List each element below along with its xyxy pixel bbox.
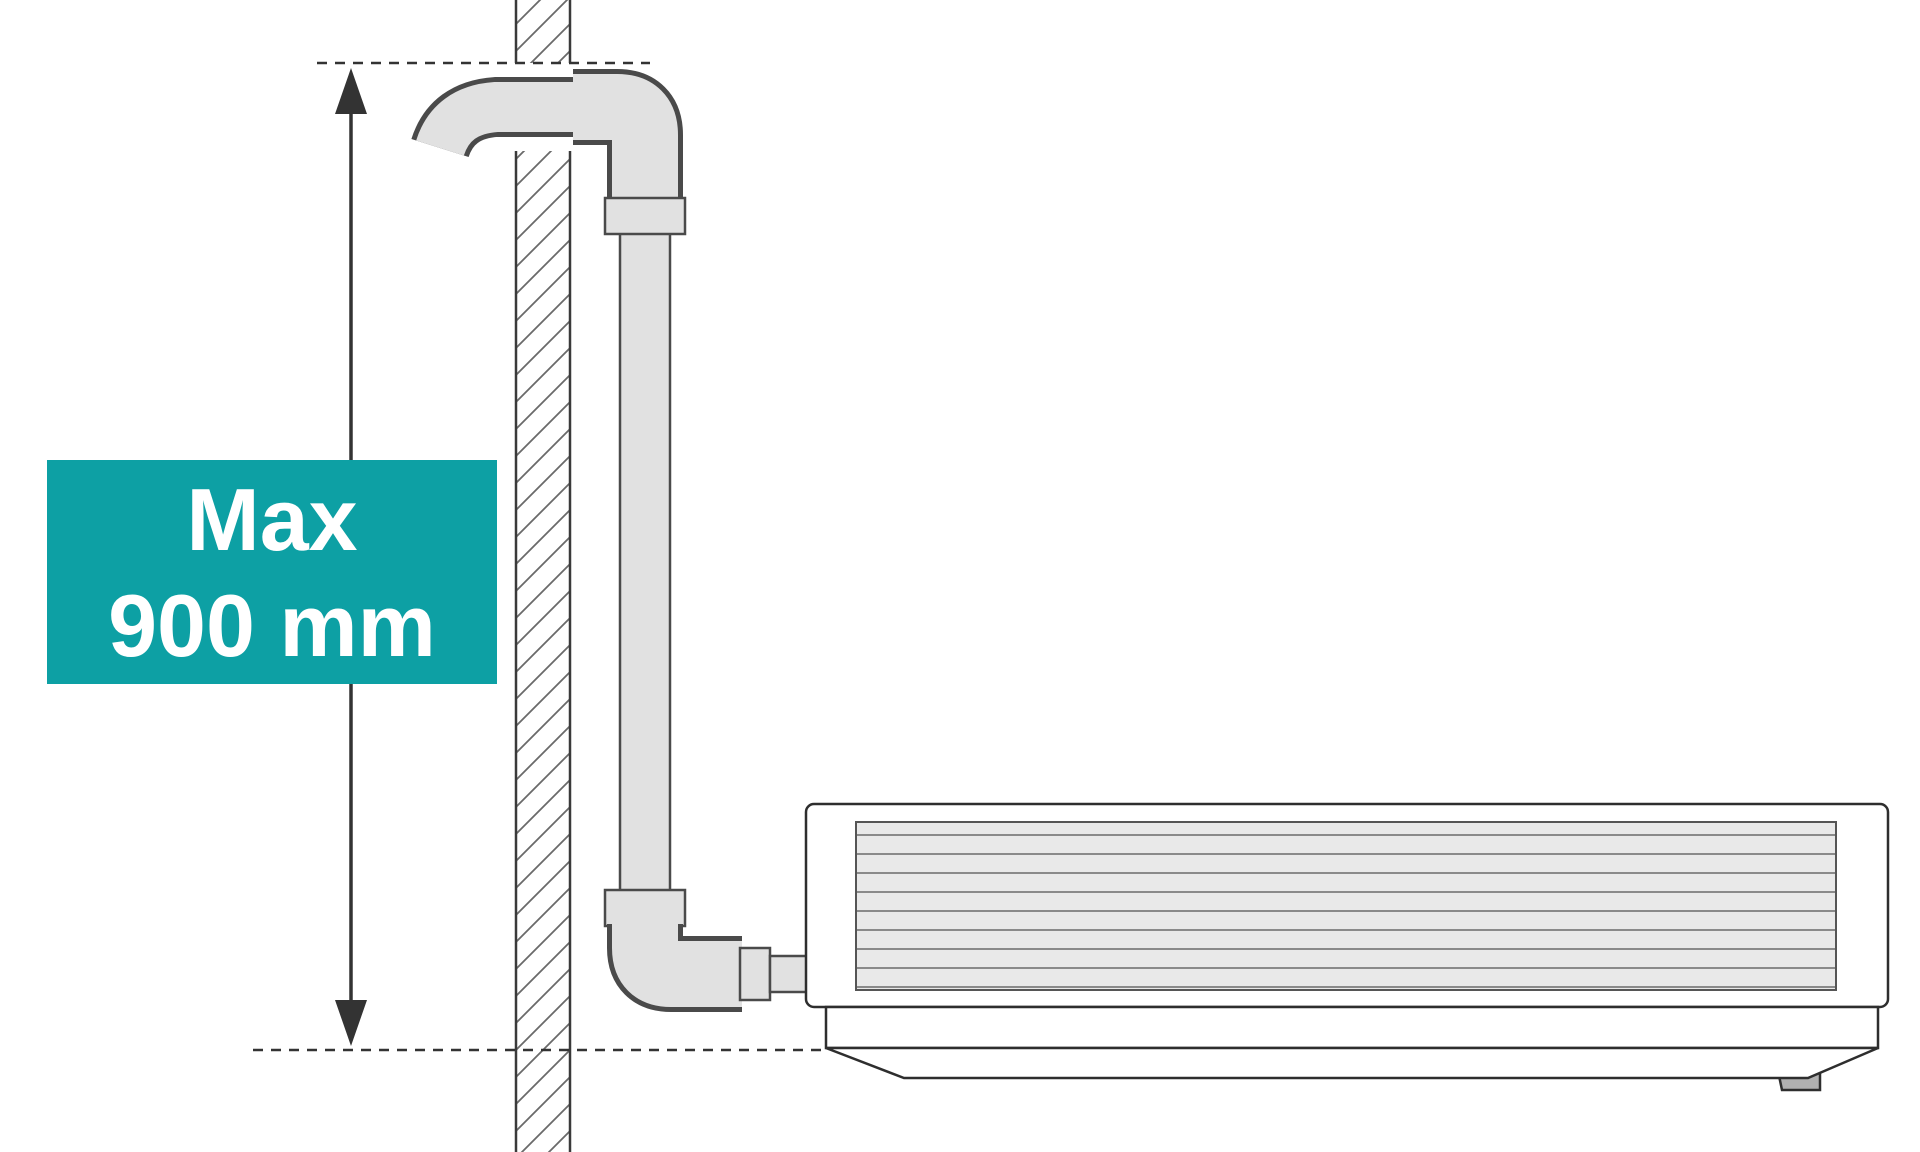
unit-louver-panel <box>855 821 1837 991</box>
riser-pipe <box>618 226 672 898</box>
drain-connector-sleeve <box>738 946 772 1002</box>
unit-base-tray <box>824 1005 1880 1050</box>
pipe-spout <box>416 82 590 157</box>
top-elbow <box>573 74 678 202</box>
bottom-elbow <box>612 924 742 1007</box>
max-height-label-line2: 900 mm <box>108 576 436 675</box>
pipe-coupling-bottom <box>603 888 687 928</box>
drain-connector-stub <box>768 954 810 994</box>
wall <box>514 0 572 1152</box>
unit-bottom-skirt <box>825 1046 1879 1080</box>
pipe-coupling-top <box>603 196 687 236</box>
wall-hatch <box>514 0 572 1152</box>
max-height-label-line1: Max <box>186 470 357 569</box>
max-height-label: Max 900 mm <box>47 460 497 684</box>
dimension-arrowhead-up-icon <box>335 68 367 114</box>
drain-pipe-assembly <box>396 62 810 1012</box>
dimension-arrowhead-down-icon <box>335 1000 367 1046</box>
indoor-unit <box>804 802 1890 1092</box>
max-height-label-box <box>47 460 497 684</box>
